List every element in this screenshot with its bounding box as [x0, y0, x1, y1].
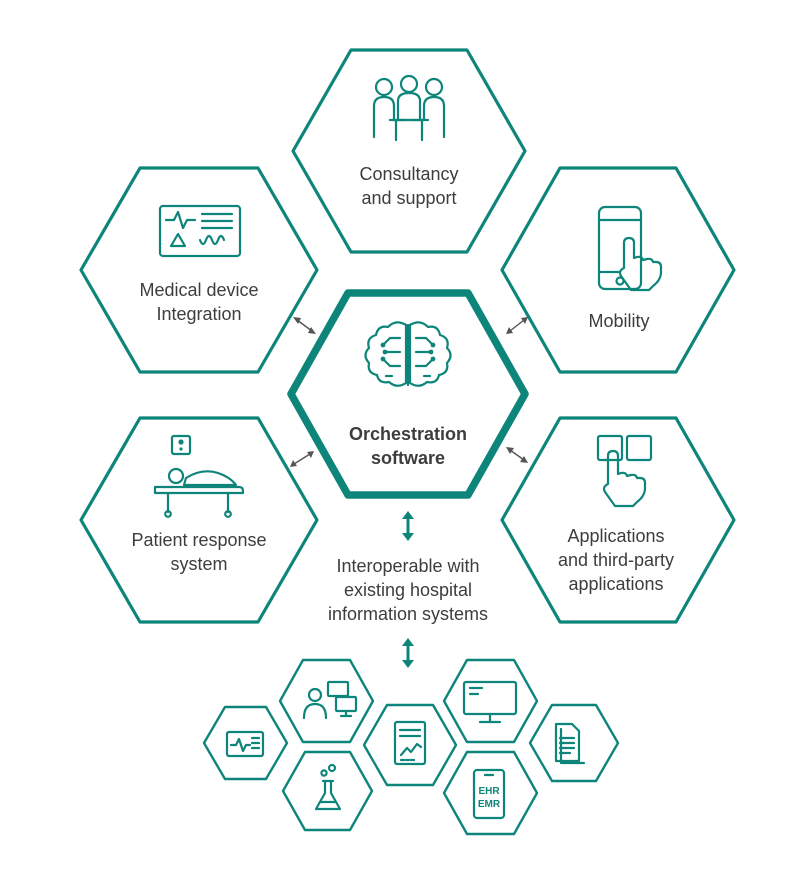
his-lab — [281, 750, 374, 832]
applications-label-1: Applications — [567, 526, 664, 546]
node-orchestration: Orchestration software — [287, 289, 529, 499]
ehr-label: EHR — [478, 786, 500, 797]
ecg-monitor-icon — [225, 730, 265, 758]
phone-touch-icon — [597, 205, 663, 292]
node-mobility: Mobility — [500, 166, 736, 374]
arrow-patient-center — [290, 451, 314, 467]
emr-label: EMR — [478, 799, 501, 810]
report-chart-icon — [393, 720, 427, 766]
node-patient-response: Patient response system — [79, 416, 319, 624]
flask-icon — [314, 763, 342, 811]
arrow-mobility-center — [506, 317, 528, 334]
touch-app-icon — [596, 434, 653, 508]
arrow-center-interop — [402, 511, 414, 541]
his-users — [278, 658, 375, 744]
center-label-2: software — [371, 448, 445, 468]
patient-response-label-2: system — [170, 554, 227, 574]
his-ehr: EHR EMR — [442, 750, 539, 836]
interop-label-2: existing hospital — [344, 580, 472, 600]
his-ecg-monitor — [202, 705, 289, 781]
desktop-icon — [462, 680, 518, 724]
node-medical-device: Medical device Integration — [79, 166, 319, 374]
arrow-interop-his — [402, 638, 414, 668]
monitor-waveform-icon — [158, 204, 242, 258]
mobility-label: Mobility — [588, 311, 649, 331]
node-applications: Applications and third-party application… — [500, 416, 736, 624]
consultancy-label-1: Consultancy — [359, 164, 458, 184]
documents-stack-icon — [554, 722, 586, 765]
applications-label-2: and third-party — [558, 550, 674, 570]
arrow-applications-center — [506, 447, 528, 463]
his-documents — [528, 703, 620, 783]
arrow-medical-center — [293, 317, 316, 334]
applications-label-3: applications — [568, 574, 663, 594]
medical-device-label-1: Medical device — [139, 280, 258, 300]
consultancy-label-2: and support — [361, 188, 456, 208]
his-report — [362, 703, 458, 787]
patient-bed-icon — [153, 434, 245, 518]
ehr-tablet-icon: EHR EMR — [472, 768, 506, 820]
meeting-icon — [372, 74, 446, 142]
his-desktop — [442, 658, 539, 744]
his-cluster: EHR EMR — [202, 658, 620, 836]
patient-response-label-1: Patient response — [131, 530, 266, 550]
interop-label-1: Interoperable with — [336, 556, 479, 576]
users-screens-icon — [302, 680, 358, 720]
node-consultancy: Consultancy and support — [291, 48, 527, 254]
brain-circuit-icon — [364, 321, 452, 387]
medical-device-label-2: Integration — [156, 304, 241, 324]
center-label-1: Orchestration — [349, 424, 467, 444]
interop-label-3: information systems — [328, 604, 488, 624]
